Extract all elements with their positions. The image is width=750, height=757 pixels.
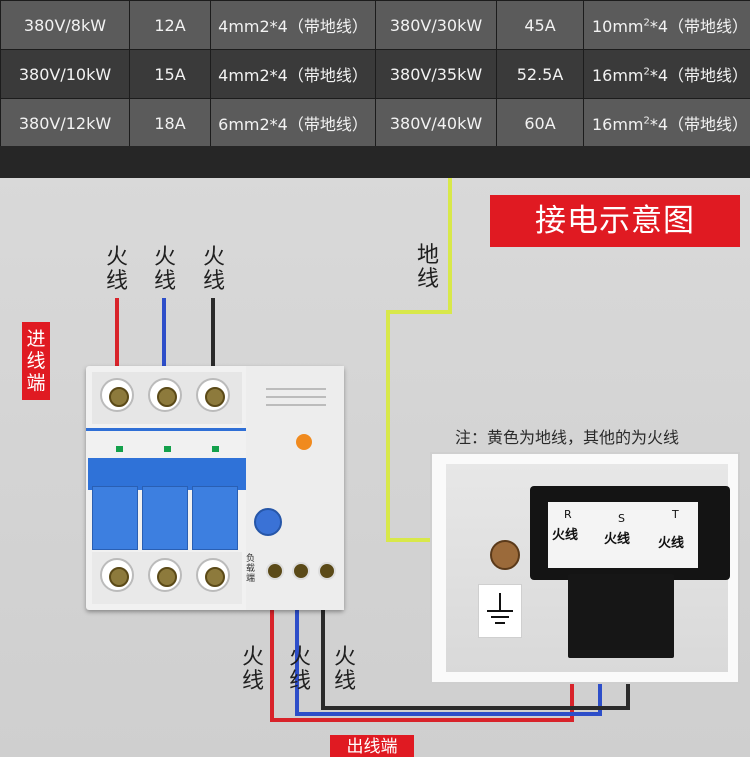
- ground-screw-icon: [490, 540, 520, 570]
- cell-current: 60A: [496, 98, 584, 148]
- cell-current: 45A: [496, 0, 584, 50]
- indicator-dot: [164, 446, 171, 452]
- terminal-screw-icon: [100, 378, 134, 412]
- terminal-letter: S: [618, 512, 625, 525]
- terminal-label: 火线: [552, 528, 579, 543]
- cell-power: 380V/30kW: [375, 0, 497, 50]
- terminal-label: 火线: [604, 532, 631, 547]
- load-side-label: 负载端: [246, 554, 256, 584]
- live-wire-label: 火线: [153, 245, 176, 294]
- live-wire-label: 火线: [105, 245, 128, 294]
- terminal-screw-icon: [196, 378, 230, 412]
- vent-line: [266, 396, 326, 398]
- diagram-title: 接电示意图: [490, 195, 740, 247]
- input-side-label: 进线端: [22, 322, 50, 400]
- breaker-handle-bar: [88, 458, 248, 490]
- table-row: 380V/10kW 15A 4mm2*4（带地线） 380V/35kW 52.5…: [0, 49, 750, 99]
- cell-cable: 16mm2*4（带地线）: [583, 49, 750, 99]
- cell-cable: 16mm2*4（带地线）: [583, 98, 750, 148]
- breaker-handle: [142, 486, 188, 550]
- circuit-breaker: 负载端: [86, 366, 344, 610]
- live-wire-label: 火线: [241, 645, 264, 694]
- vent-line: [266, 388, 326, 390]
- cell-current: 52.5A: [496, 49, 584, 99]
- test-button-icon: [296, 434, 312, 450]
- cell-cable: 4mm2*4（带地线）: [210, 49, 376, 99]
- breaker-blue-stripe: [86, 428, 246, 431]
- terminal-letter: R: [564, 508, 572, 521]
- terminal-label: 火线: [658, 536, 685, 551]
- cell-cable: 10mm2*4（带地线）: [583, 0, 750, 50]
- live-wire-label: 火线: [202, 245, 225, 294]
- table-row: 380V/12kW 18A 6mm2*4（带地线） 380V/40kW 60A …: [0, 98, 750, 148]
- terminal-screw-icon: [100, 558, 134, 592]
- live-wire-label: 火线: [288, 645, 311, 694]
- table-row: 380V/8kW 12A 4mm2*4（带地线） 380V/30kW 45A 1…: [0, 0, 750, 50]
- terminal-screw-icon: [292, 562, 310, 580]
- ground-symbol-icon: [478, 584, 522, 638]
- three-phase-plug: R S T 火线 火线 火线: [530, 486, 730, 580]
- terminal-screw-icon: [318, 562, 336, 580]
- reset-button-icon: [254, 508, 282, 536]
- ground-wire-label: 地线: [416, 243, 439, 292]
- socket-panel: R S T 火线 火线 火线: [430, 452, 740, 684]
- breaker-leakage-module: 负载端: [246, 366, 344, 610]
- cell-power: 380V/10kW: [0, 49, 130, 99]
- indicator-dot: [212, 446, 219, 452]
- terminal-screw-icon: [148, 378, 182, 412]
- plug-stem: [568, 574, 674, 658]
- cell-current: 15A: [129, 49, 211, 99]
- vent-line: [266, 404, 326, 406]
- output-side-label: 出线端: [330, 735, 414, 757]
- indicator-dot: [116, 446, 123, 452]
- plug-label-plate: R S T 火线 火线 火线: [548, 502, 698, 568]
- table-footer-band: [0, 146, 750, 178]
- cell-power: 380V/35kW: [375, 49, 497, 99]
- live-wire-label: 火线: [333, 645, 356, 694]
- terminal-screw-icon: [148, 558, 182, 592]
- breaker-handle: [192, 486, 238, 550]
- cell-power: 380V/8kW: [0, 0, 130, 50]
- terminal-screw-icon: [196, 558, 230, 592]
- terminal-screw-icon: [266, 562, 284, 580]
- spec-table: 380V/8kW 12A 4mm2*4（带地线） 380V/30kW 45A 1…: [0, 0, 750, 148]
- wire-color-note: 注：黄色为地线，其他的为火线: [455, 428, 680, 447]
- socket-panel-inner: R S T 火线 火线 火线: [446, 464, 730, 672]
- breaker-handle: [92, 486, 138, 550]
- cell-power: 380V/12kW: [0, 98, 130, 148]
- cell-cable: 6mm2*4（带地线）: [210, 98, 376, 148]
- terminal-letter: T: [672, 508, 679, 521]
- ground-wire-yellow: [386, 178, 478, 542]
- cell-current: 18A: [129, 98, 211, 148]
